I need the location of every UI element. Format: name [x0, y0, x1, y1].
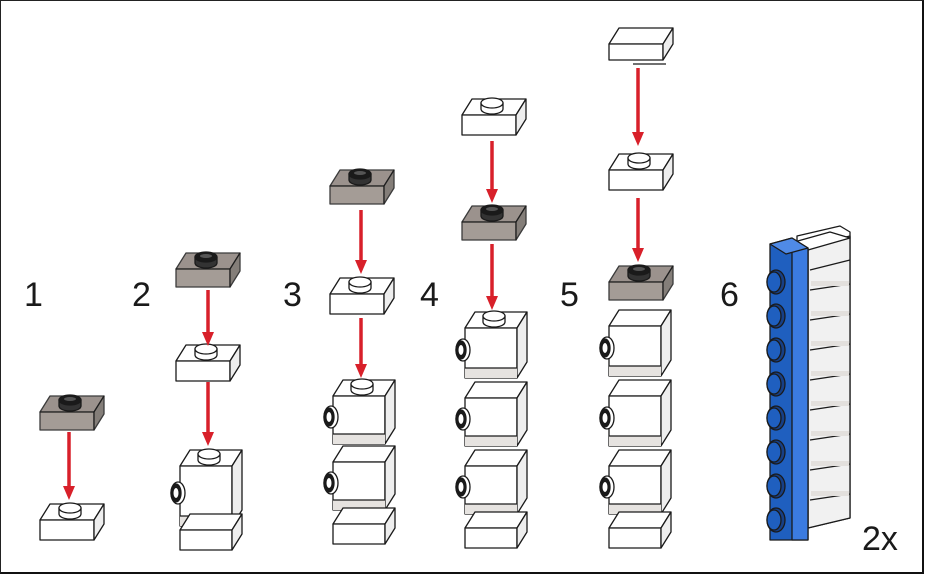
step-number-2: 2 [132, 276, 151, 314]
step-number-1: 1 [24, 276, 43, 314]
down-arrow [355, 318, 367, 378]
step-3-assembly [323, 168, 396, 545]
plate-1x1-white [39, 502, 105, 541]
step-5-assembly [599, 27, 674, 549]
step-6-assembly [766, 225, 851, 541]
plate-1x1-white [608, 511, 672, 549]
step-number-5: 5 [560, 276, 579, 314]
step-number-6: 6 [720, 276, 739, 314]
down-arrow [202, 382, 214, 446]
quantity-label: 2x [862, 520, 898, 558]
brick-1x1-side-stud-white [599, 309, 672, 377]
brick-1x1-side-stud-white [599, 379, 672, 447]
down-arrow [63, 432, 75, 500]
down-arrow [486, 244, 498, 310]
down-arrow [632, 68, 644, 146]
step-number-3: 3 [283, 276, 302, 314]
plate-1x1-white [464, 511, 528, 549]
brick-1x1-side-stud-white [455, 449, 528, 515]
step-1-assembly [39, 394, 105, 541]
plate-1x1-trans-clear [329, 168, 395, 205]
plate-1x1-trans-clear [608, 264, 674, 301]
tile-1x1-white [608, 27, 674, 61]
plate-1x1-trans-clear [461, 204, 527, 241]
brick-1x1-side-stud-white [455, 310, 528, 379]
plate-1x1-trans-clear [175, 251, 241, 288]
plate-1x1-white [332, 507, 396, 545]
step-2-assembly [170, 251, 243, 551]
plate-1x1-white [175, 343, 241, 382]
brick-1x1-side-stud-white [323, 445, 396, 511]
down-arrow [486, 141, 498, 203]
plate-1x1-white [329, 276, 395, 315]
plate-1x1-white [461, 97, 527, 136]
brick-1x1-blue-studs [766, 237, 809, 541]
plate-1x1-white [179, 513, 243, 551]
down-arrow [202, 290, 214, 346]
step-number-4: 4 [420, 276, 439, 314]
brick-1x1-side-stud-white [599, 449, 672, 515]
down-arrow [632, 198, 644, 262]
step-4-assembly [455, 97, 528, 549]
plate-1x1-trans-clear [39, 394, 105, 431]
brick-1x1-side-stud-white [455, 381, 528, 447]
down-arrow [355, 210, 367, 274]
plate-1x1-white [608, 152, 674, 191]
brick-1x1-side-stud-white [323, 378, 396, 445]
